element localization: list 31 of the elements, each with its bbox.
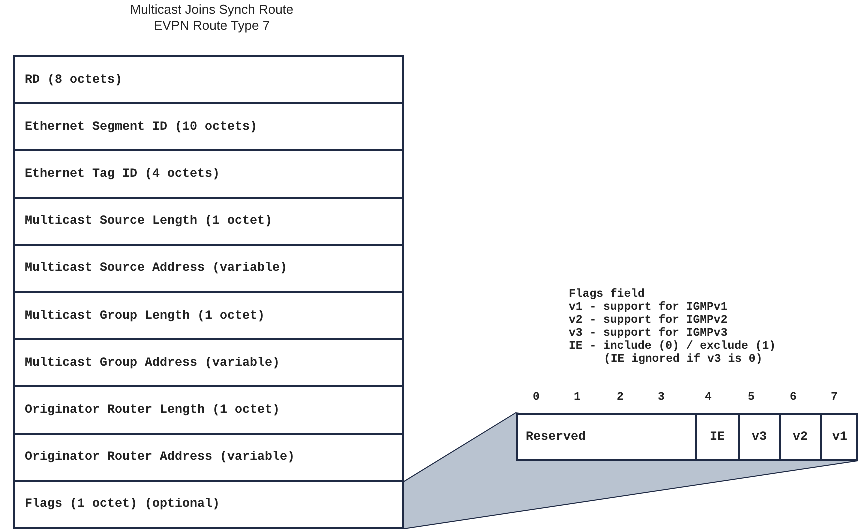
note-line: v1 - support for IGMPv1: [569, 301, 728, 314]
bit-number: 0: [533, 391, 540, 404]
diagram-title: Multicast Joins Synch Route EVPN Route Type 7: [129, 2, 295, 34]
field-row: RD (8 octets): [13, 55, 404, 104]
field-row: Multicast Group Length (1 octet): [13, 291, 404, 340]
note-line: (IE ignored if v3 is 0): [604, 353, 763, 366]
note-line: v3 - support for IGMPv3: [569, 327, 728, 340]
field-row: Originator Router Length (1 octet): [13, 385, 404, 435]
bit-number: 3: [658, 391, 665, 404]
field-row: Multicast Source Address (variable): [13, 244, 404, 293]
field-row: Flags (1 octet) (optional): [13, 480, 404, 529]
flags-bit-box: [516, 413, 858, 461]
bit-field: v3: [738, 415, 779, 459]
bit-number: 2: [617, 391, 624, 404]
bit-number: 7: [831, 391, 838, 404]
field-row: Ethernet Segment ID (10 octets): [13, 102, 404, 152]
note-line: IE - include (0) / exclude (1): [569, 340, 776, 353]
note-line: v2 - support for IGMPv2: [569, 314, 728, 327]
bit-number: 5: [748, 391, 755, 404]
note-heading: Flags field: [569, 288, 645, 301]
bit-field: Reserved: [516, 415, 697, 459]
bit-field: v2: [779, 415, 820, 459]
field-row: Multicast Source Length (1 octet): [13, 196, 404, 246]
bit-field: IE: [695, 415, 738, 459]
field-row: Multicast Group Address (variable): [13, 338, 404, 388]
bit-number: 1: [574, 391, 581, 404]
bit-number: 6: [790, 391, 797, 404]
bit-field: v1: [820, 415, 858, 459]
field-row: Originator Router Address (variable): [13, 432, 404, 482]
field-row: Ethernet Tag ID (4 octets): [13, 149, 404, 199]
bit-number: 4: [705, 391, 712, 404]
